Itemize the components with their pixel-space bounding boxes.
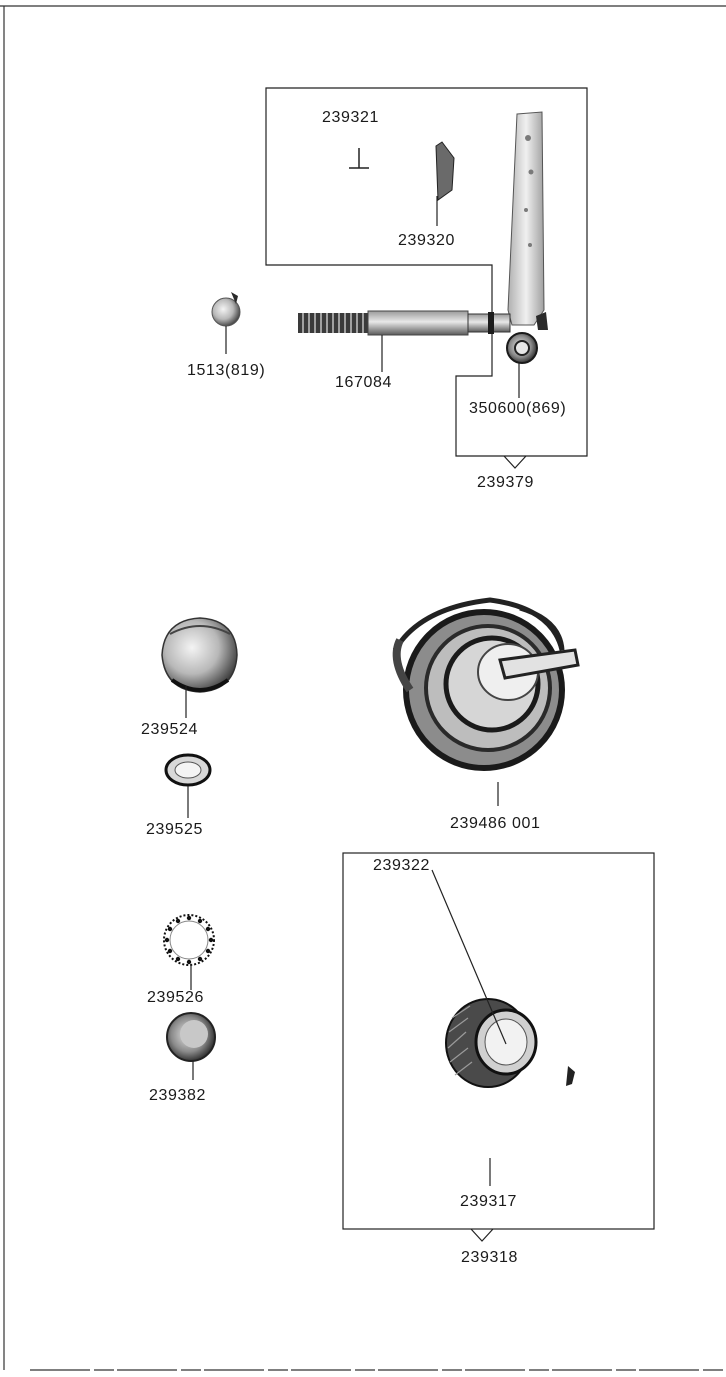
label-239526: 239526 xyxy=(147,989,204,1006)
leader-239322 xyxy=(431,869,507,1045)
assembly-pointer-bottom xyxy=(470,1228,494,1242)
page-frame xyxy=(0,5,726,1371)
label-239524: 239524 xyxy=(141,721,198,738)
part-239526-washer xyxy=(163,914,215,966)
part-239320-plate xyxy=(435,141,455,201)
label-239525: 239525 xyxy=(146,821,203,838)
label-239321: 239321 xyxy=(322,109,379,126)
label-239382: 239382 xyxy=(149,1087,206,1104)
part-lever-arm xyxy=(507,111,545,326)
part-small-spring-pin xyxy=(566,1066,575,1086)
label-350600-869: 350600(869) xyxy=(469,400,567,417)
part-350600-nut xyxy=(506,332,538,364)
part-239525-ring xyxy=(164,753,212,787)
label-239317: 239317 xyxy=(460,1193,517,1210)
assembly-bracket-top xyxy=(265,87,588,457)
label-239318: 239318 xyxy=(461,1249,518,1266)
lever-texture xyxy=(524,135,534,247)
assembly-bracket-bottom xyxy=(342,852,655,1230)
lever-clip xyxy=(536,312,548,330)
part-239317-bushing xyxy=(445,998,538,1088)
label-239379: 239379 xyxy=(477,474,534,491)
assembly-pointer-top xyxy=(503,455,527,469)
label-1513-819: 1513(819) xyxy=(187,362,266,379)
label-167084: 167084 xyxy=(335,374,392,391)
part-1513-ball xyxy=(211,292,241,327)
label-239486-001: 239486 001 xyxy=(450,815,541,832)
part-239486-001-assembly xyxy=(392,597,580,771)
part-167084-shaft xyxy=(298,310,511,336)
label-239322: 239322 xyxy=(373,857,430,874)
part-239524-cap xyxy=(161,617,238,693)
part-239321-pin xyxy=(349,148,369,169)
label-239320: 239320 xyxy=(398,232,455,249)
part-239382-disc xyxy=(166,1012,216,1062)
